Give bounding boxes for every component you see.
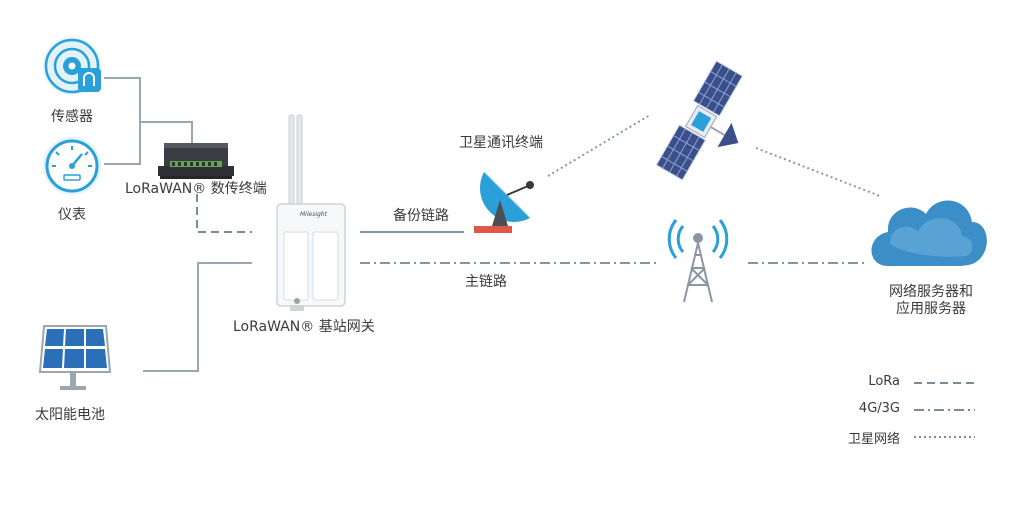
solar-power-line (143, 262, 252, 372)
solar-panel-icon (38, 325, 112, 390)
main-link-label: 主链路 (465, 274, 507, 290)
gateway-label: LoRaWAN® 基站网关 (233, 319, 375, 335)
gateway-device-icon (276, 114, 346, 311)
cell-tower-icon (667, 219, 729, 303)
sensor-icon (43, 37, 101, 95)
gateway-brand-logo: Milesight (300, 211, 327, 218)
server-label-line2: 应用服务器 (896, 301, 966, 317)
solar-label: 太阳能电池 (35, 407, 105, 423)
legend-4g-label: 4G/3G (858, 401, 900, 416)
legend-satellite-label: 卫星网络 (847, 432, 900, 447)
meter-icon (43, 137, 101, 195)
backup-link-label: 备份链路 (393, 208, 449, 224)
sensor-link-line (104, 77, 141, 165)
satellite-dish-icon (474, 172, 534, 233)
satellite-to-cloud-line (755, 147, 881, 197)
meter-label: 仪表 (58, 207, 86, 223)
cloud-icon (871, 200, 987, 266)
legend-lora-label: LoRa (868, 374, 900, 389)
data-terminal-label: LoRaWAN® 数传终端 (125, 181, 267, 197)
bracket-to-terminal-line (140, 121, 193, 145)
data-terminal-device-icon (158, 143, 234, 179)
dish-to-satellite-line (547, 114, 651, 177)
sensor-label: 传感器 (51, 109, 93, 125)
satellite-terminal-label: 卫星通讯终端 (459, 135, 543, 151)
server-label-line1: 网络服务器和 (889, 284, 973, 300)
satellite-icon (655, 60, 744, 181)
lora-link-line (196, 194, 252, 233)
